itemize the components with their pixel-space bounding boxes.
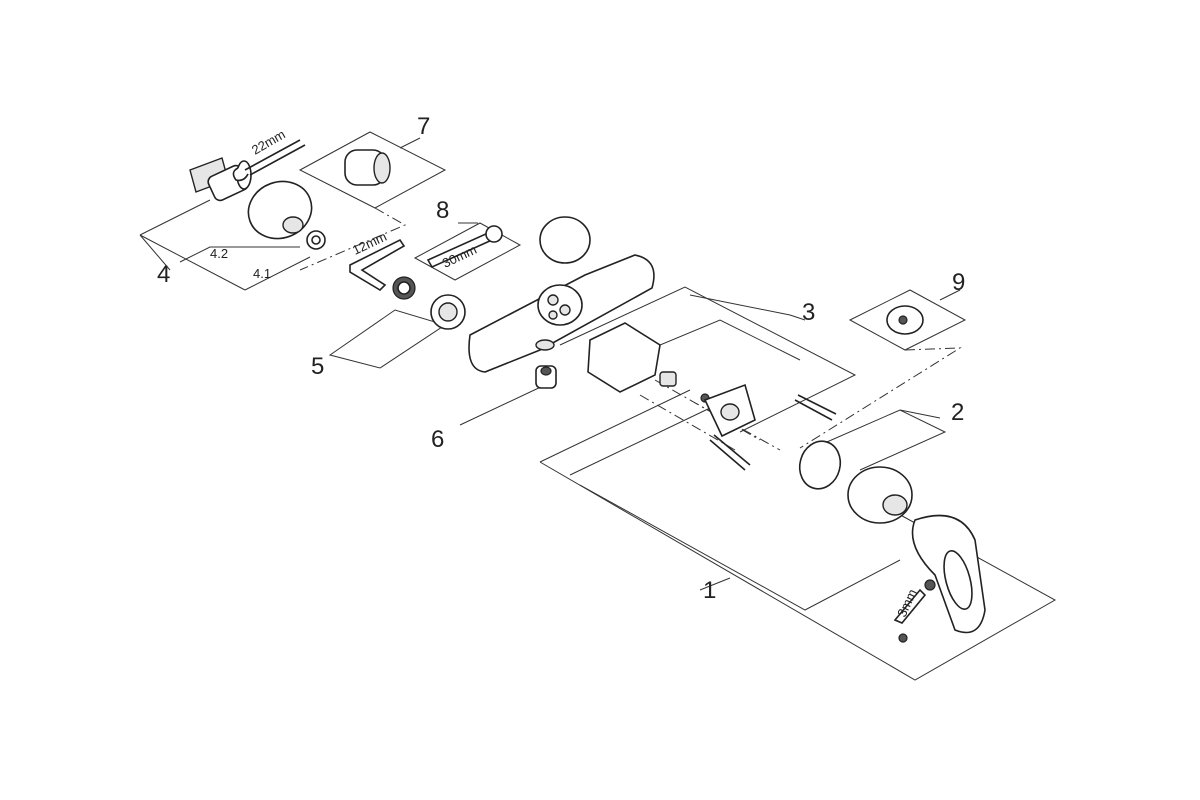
part-5-nipple <box>392 276 416 300</box>
spanner-22mm-label: 22mm <box>249 127 288 158</box>
callout-labels: 1 2 3 4 4.1 4.2 5 6 7 8 9 <box>157 113 965 604</box>
part-1-lever-handle <box>911 514 986 634</box>
leader-lines <box>139 131 1057 681</box>
callout-3: 3 <box>802 299 815 326</box>
hex-key-12mm-icon <box>349 238 406 292</box>
tool-size-labels: 22mm 12mm 30mm 3mm <box>249 127 920 620</box>
part-2-shroud <box>847 466 913 524</box>
callout-4-1: 4.1 <box>253 266 271 281</box>
callout-2: 2 <box>951 399 964 426</box>
callout-8: 8 <box>436 197 449 224</box>
part-4-1-washer <box>306 230 326 250</box>
spanner-30mm-icon <box>426 225 503 269</box>
spanner-22mm-icon <box>232 139 306 182</box>
part-6-diverter <box>535 339 557 389</box>
callout-6: 6 <box>431 426 444 453</box>
callout-7: 7 <box>417 113 430 140</box>
part-7-reducer <box>344 149 391 186</box>
callout-4-2: 4.2 <box>210 246 228 261</box>
part-4-2-escutcheon <box>247 180 313 240</box>
part-body-mixer <box>468 216 655 373</box>
callout-9: 9 <box>952 269 965 296</box>
hex-key-3mm-icon <box>893 588 927 643</box>
part-2-seal <box>798 440 842 490</box>
part-5-nut <box>430 294 466 330</box>
part-9-sleeve <box>886 305 924 335</box>
callout-5: 5 <box>311 353 324 380</box>
callout-4: 4 <box>157 261 170 288</box>
part-3-cartridge <box>587 322 837 471</box>
callout-1: 1 <box>703 577 716 604</box>
